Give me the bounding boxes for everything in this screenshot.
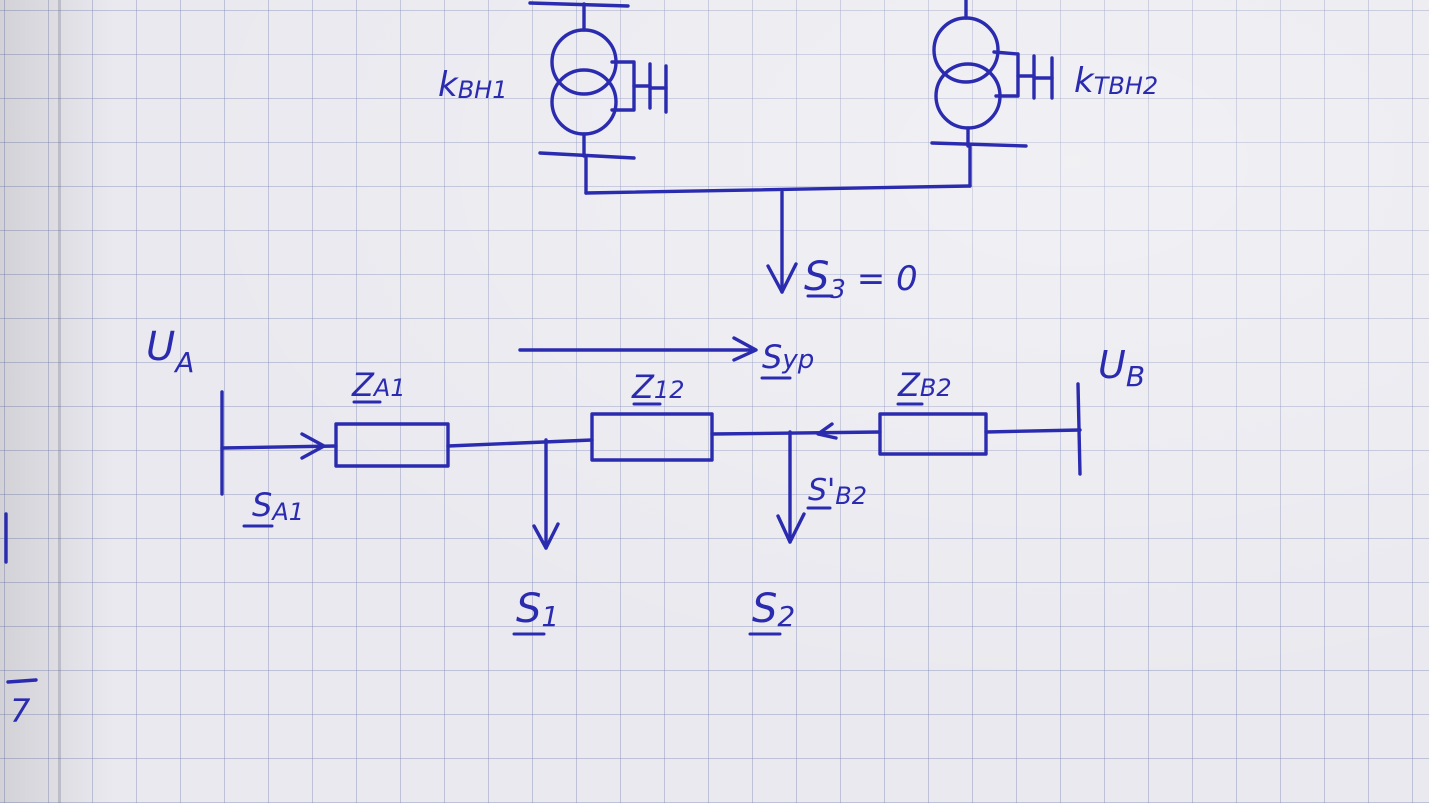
impedance-z12 xyxy=(590,412,714,462)
line-zb2-b xyxy=(984,428,1082,434)
s3-label: S3 = 0 xyxy=(804,254,918,305)
s2-label: S2 xyxy=(752,586,795,633)
sb2-arrow xyxy=(816,422,838,440)
z12-label: Z12 xyxy=(631,368,684,406)
transformer-2 xyxy=(930,0,1054,188)
syp-arrow xyxy=(518,336,758,362)
s1-label: S1 xyxy=(516,586,559,633)
node-a-label: UA xyxy=(146,324,194,379)
sa1-arrow xyxy=(300,432,326,460)
bus-b xyxy=(1076,382,1082,476)
margin-page-number: 7 xyxy=(10,692,31,730)
impedance-zb2 xyxy=(878,412,988,456)
margin-dash xyxy=(6,678,38,684)
line-a-za1 xyxy=(220,444,338,450)
transformer-1 xyxy=(528,1,668,195)
upper-connection xyxy=(584,184,972,195)
line-z12-zb2 xyxy=(710,430,882,436)
notebook-fold xyxy=(58,0,61,803)
transformer-1-label: kВН1 xyxy=(438,65,507,105)
syp-label: Sур xyxy=(762,338,814,376)
line-za1-z12 xyxy=(446,438,594,448)
node-b-label: UB xyxy=(1098,343,1145,393)
zb2-label: ZB2 xyxy=(897,366,952,404)
sb2-label: S'B2 xyxy=(808,473,867,510)
za1-label: ZA1 xyxy=(351,366,406,404)
sa1-label: SA1 xyxy=(252,486,304,526)
impedance-za1 xyxy=(334,422,450,468)
s2-arrow xyxy=(776,430,806,544)
transformer-2-label: kТВН2 xyxy=(1074,61,1158,101)
s3-arrow xyxy=(766,190,798,294)
s1-arrow xyxy=(532,438,560,550)
